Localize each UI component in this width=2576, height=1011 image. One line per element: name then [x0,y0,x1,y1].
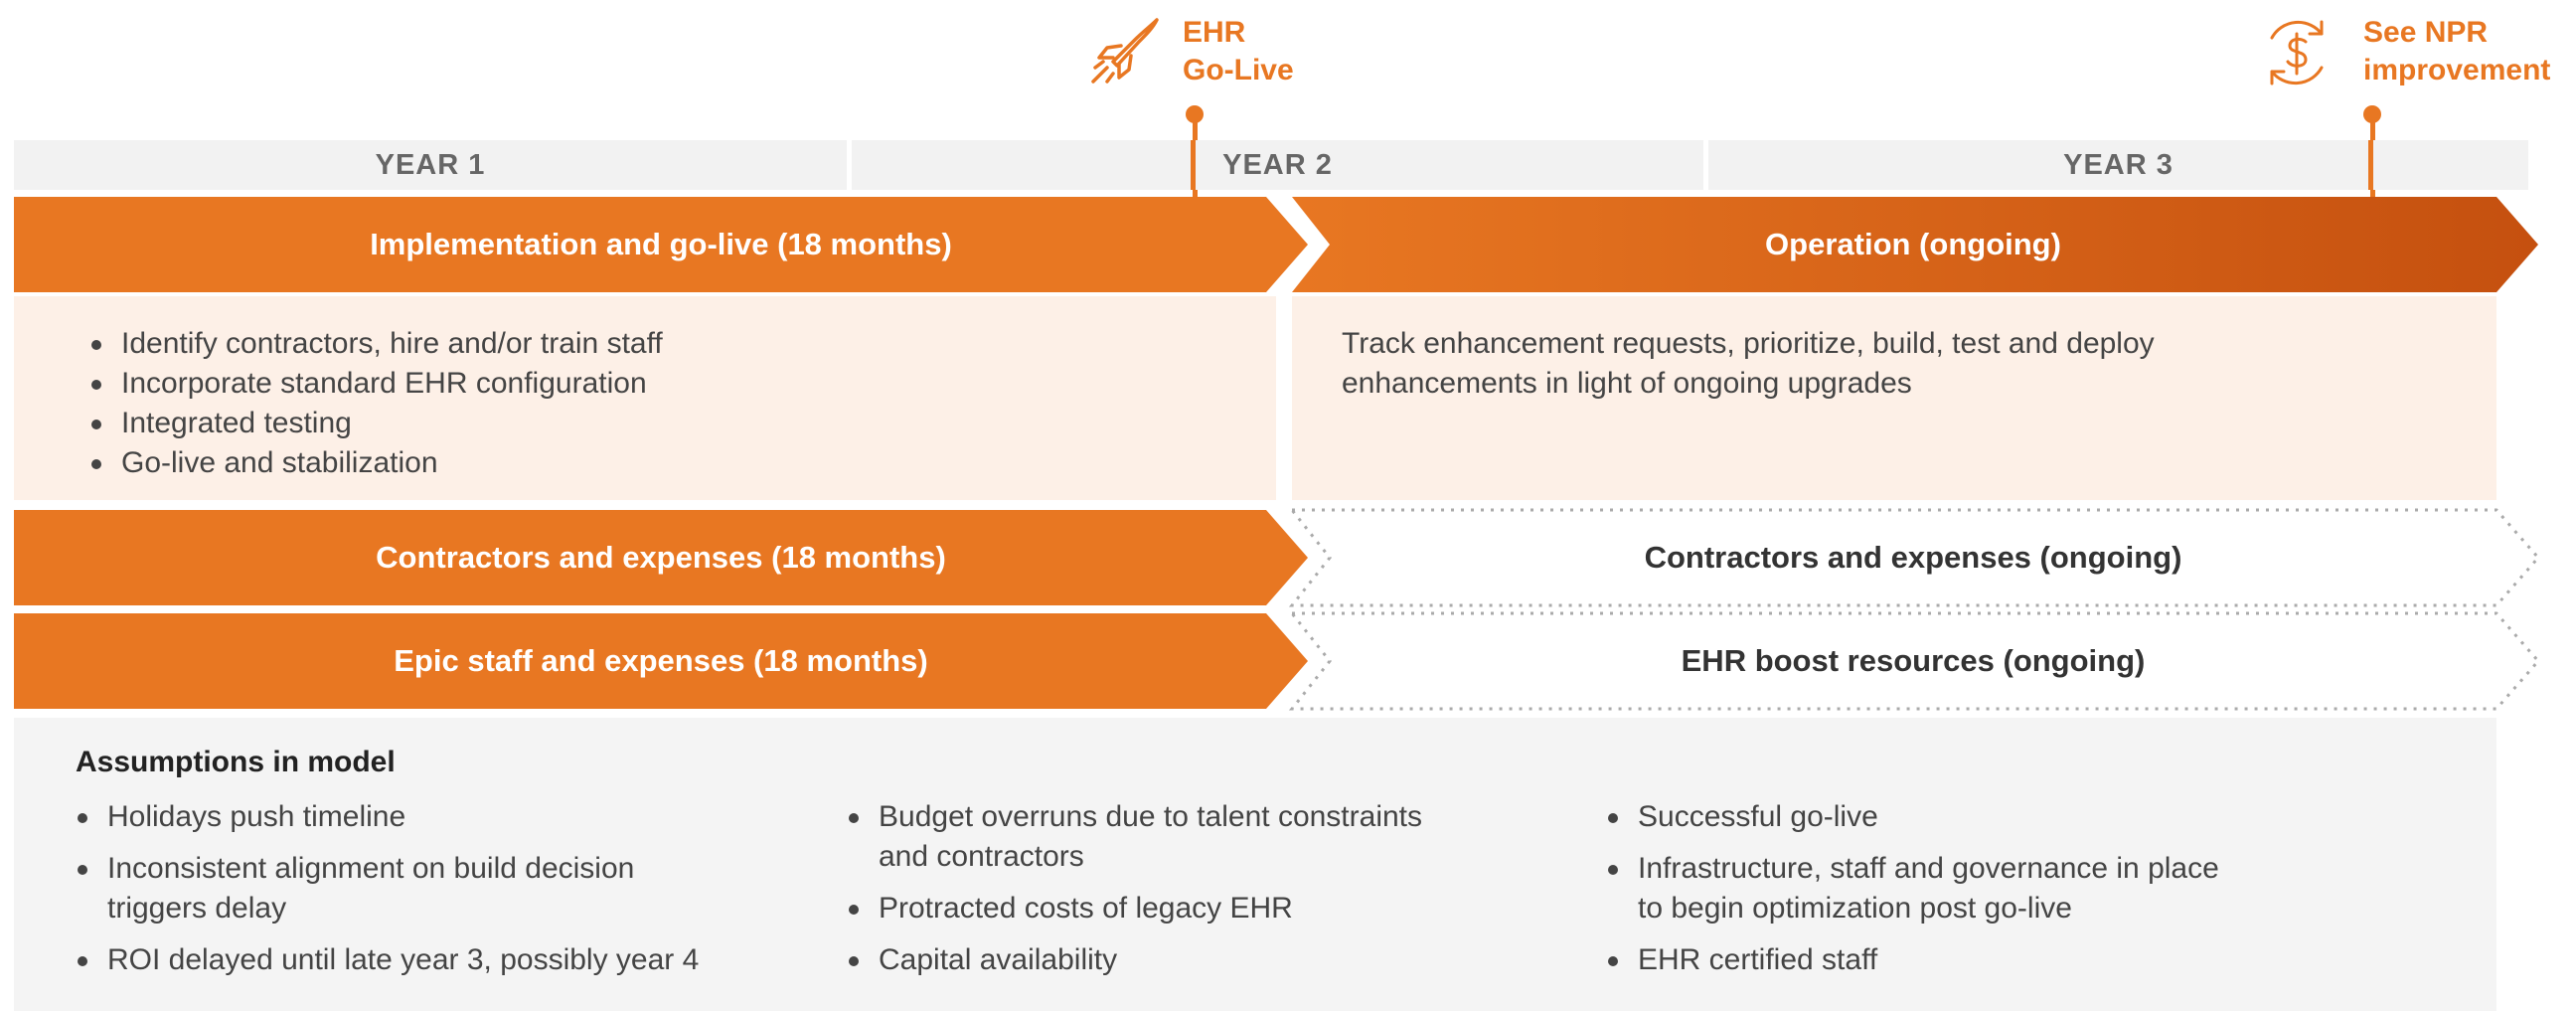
npr-label-line1: See NPR [2363,16,2489,49]
assumptions-column-3: Successful go-live Infrastructure, staff… [1600,797,2395,992]
implementation-task: Go-live and stabilization [83,443,663,483]
implementation-details: Identify contractors, hire and/or train … [14,296,1276,500]
ehr-boost-band-label: EHR boost resources (ongoing) [1681,643,2146,678]
ehr-boost-band-shape [1288,611,2540,711]
implementation-task: Integrated testing [83,404,663,443]
year-2-header: YEAR 2 [852,140,1703,190]
go-live-label-line1: EHR [1183,16,1246,49]
operation-band-label: Operation (ongoing) [1765,227,2061,261]
implementation-task: Incorporate standard EHR configuration [83,364,663,404]
assumption-item: Infrastructure, staff and governance in … [1600,849,2395,928]
rocket-icon [1083,12,1163,91]
assumption-item: Inconsistent alignment on build decision… [70,849,785,928]
assumption-item: Budget overruns due to talent constraint… [841,797,1556,877]
contractors-ongoing-band-shape [1288,508,2540,607]
implementation-band-shape [14,197,1308,292]
dollar-cycle-icon [2256,12,2337,93]
band-shapes [14,197,2540,711]
assumption-item: Protracted costs of legacy EHR [841,889,1556,928]
epic-staff-band-shape [14,613,1308,709]
go-live-label-line2: Go-Live [1183,54,1294,86]
assumption-item: Holidays push timeline [70,797,785,837]
assumption-item: Capital availability [841,940,1556,980]
assumption-item: ROI delayed until late year 3, possibly … [70,940,785,980]
npr-marker-line [2368,140,2373,190]
assumptions-column-2: Budget overruns due to talent constraint… [841,797,1556,992]
operation-description-line: enhancements in light of ongoing upgrade… [1342,367,1912,400]
contractors-18-band-shape [14,510,1308,605]
assumptions-column-1: Holidays push timeline Inconsistent alig… [70,797,785,992]
implementation-band-label: Implementation and go-live (18 months) [370,227,952,261]
assumption-item: EHR certified staff [1600,940,2395,980]
operation-details: Track enhancement requests, prioritize, … [1292,296,2496,500]
assumptions-panel: Assumptions in model Holidays push timel… [14,718,2496,1011]
assumptions-title: Assumptions in model [76,746,396,778]
go-live-marker-line [1191,140,1196,190]
contractors-ongoing-band-label: Contractors and expenses (ongoing) [1644,540,2182,575]
operation-band-shape [1292,197,2538,292]
year-1-header: YEAR 1 [14,140,847,190]
go-live-pin-dot [1186,105,1204,123]
npr-milestone: See NPR improvement [2256,10,2576,199]
npr-pin-dot [2363,105,2381,123]
assumption-item: Successful go-live [1600,797,2395,837]
implementation-task: Identify contractors, hire and/or train … [83,324,663,364]
contractors-18-band-label: Contractors and expenses (18 months) [376,540,946,575]
operation-description-line: Track enhancement requests, prioritize, … [1342,327,2155,360]
year-3-header: YEAR 3 [1708,140,2528,190]
npr-label-line2: improvement [2363,54,2551,86]
epic-staff-band-label: Epic staff and expenses (18 months) [394,643,928,678]
